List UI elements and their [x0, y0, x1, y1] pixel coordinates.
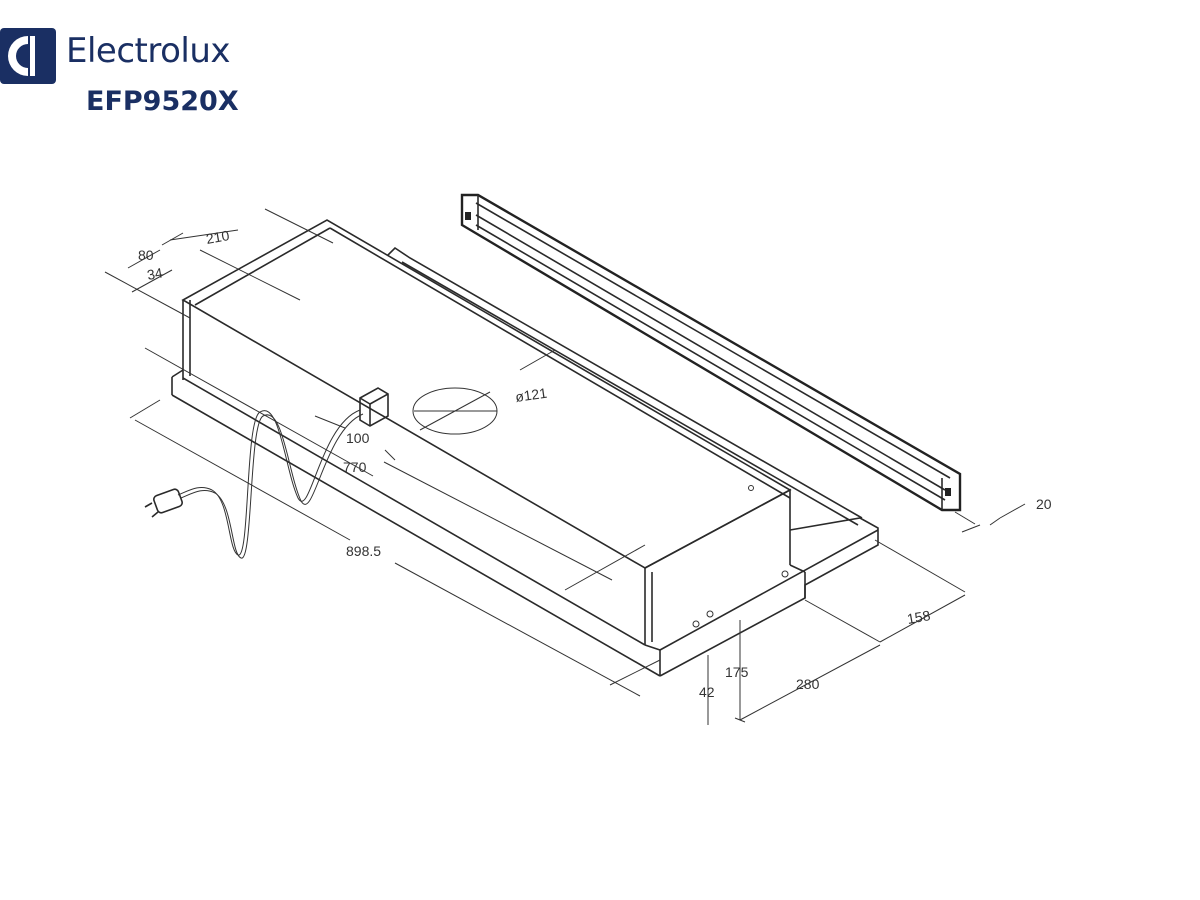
dim-175: 175	[725, 664, 749, 680]
dim-100: 100	[346, 430, 370, 446]
dimension-lines	[104, 208, 1026, 725]
front-trim-rail	[460, 193, 962, 512]
dimension-labels: 210 80 34 ø121 100 770 898.5 20 158 175 …	[138, 227, 1052, 700]
dim-34: 34	[146, 264, 164, 282]
dim-121: ø121	[514, 385, 548, 405]
dim-898-5: 898.5	[346, 543, 381, 559]
hood-front-face	[171, 300, 661, 677]
dim-158: 158	[906, 607, 932, 627]
dim-42: 42	[699, 684, 715, 700]
brand-name: Electrolux	[66, 31, 231, 71]
electrolux-logo-icon	[0, 28, 56, 84]
dim-770: 770	[343, 459, 367, 475]
dim-210: 210	[205, 227, 231, 247]
dim-280: 280	[796, 676, 820, 692]
power-cable	[144, 409, 364, 559]
plug-icon	[144, 488, 183, 518]
dim-20: 20	[1036, 496, 1052, 512]
hood-rear-bracket	[387, 246, 863, 526]
dim-80: 80	[138, 247, 154, 263]
socket-box	[359, 387, 389, 427]
hood-right-side	[644, 485, 879, 677]
model-number: EFP9520X	[86, 86, 239, 117]
